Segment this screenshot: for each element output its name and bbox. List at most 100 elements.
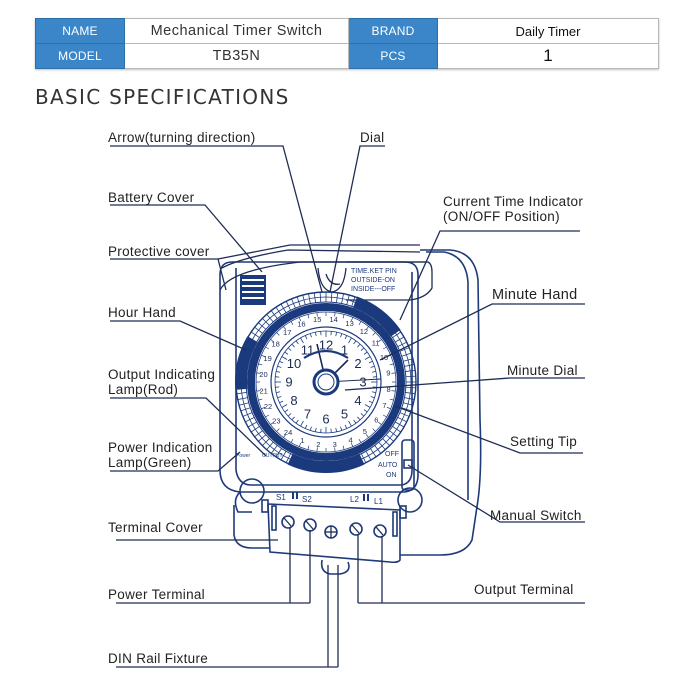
ring-tick (283, 326, 287, 330)
switch-off-label: OFF (385, 451, 399, 458)
setting-tip (262, 438, 270, 446)
terminal-l2: L2 (350, 495, 359, 504)
ring-tick (389, 363, 394, 366)
ring-tick (350, 317, 354, 322)
battery-cover (240, 275, 266, 305)
hour-number: 1 (341, 342, 348, 357)
ring-tick (365, 326, 369, 330)
on-segment (235, 336, 258, 390)
setting-tip (382, 438, 390, 446)
arrow-turning-direction (303, 349, 349, 359)
label-manual-switch: Manual Switch (490, 508, 582, 523)
setting-tip (238, 402, 249, 406)
ring-number: 24 (284, 428, 292, 437)
minute-tick (370, 396, 375, 399)
setting-tip (401, 407, 412, 412)
minute-tick (279, 400, 284, 404)
setting-tip (237, 397, 248, 400)
minute-tick (370, 365, 375, 368)
ring-tick (382, 414, 387, 418)
minute-tick (335, 427, 337, 432)
ring-tick (307, 314, 310, 319)
minute-tick (276, 371, 281, 373)
minute-tick (281, 356, 288, 360)
label-dial: Dial (360, 130, 384, 145)
hour-number: 2 (354, 356, 361, 371)
ring-number: 16 (297, 320, 305, 329)
ring-number: 14 (330, 315, 338, 324)
minute-tick (284, 409, 289, 413)
terminal-s2: S2 (302, 495, 312, 504)
ring-tick (378, 421, 382, 425)
label-output-lamp-2: Lamp(Rod) (108, 382, 178, 397)
setting-tip (313, 292, 316, 303)
label-output-terminal: Output Terminal (474, 582, 574, 597)
switch-on-label: ON (386, 472, 397, 479)
setting-tip (399, 412, 410, 417)
output-lamp-text: OUTPUT (262, 453, 283, 459)
setting-tip (405, 386, 416, 389)
setting-tip (285, 301, 291, 311)
manual-switch: OFF AUTO ON (378, 439, 415, 491)
label-minute-dial: Minute Dial (507, 363, 578, 378)
minute-tick (353, 340, 357, 345)
ring-tick (334, 447, 336, 452)
ring-number: 15 (313, 315, 321, 324)
minute-tick (371, 391, 376, 393)
setting-tip (405, 375, 416, 378)
ring-tick (270, 421, 274, 425)
setting-tip (285, 453, 291, 463)
setting-tip (405, 392, 416, 395)
minute-tick (304, 335, 308, 340)
ring-tick (372, 428, 376, 432)
dial-navy-ring (247, 303, 405, 461)
ring-tick (316, 447, 318, 452)
setting-tip (254, 430, 263, 438)
setting-tip (266, 314, 274, 323)
ring-tick (372, 332, 376, 336)
hour-number: 7 (304, 407, 311, 422)
ring-tick (283, 434, 287, 438)
power-lamp-text: Power (236, 453, 251, 459)
ring-tick (365, 434, 369, 438)
setting-tip (395, 421, 405, 428)
setting-tip (262, 318, 270, 326)
pin-note-line: TIME.KET PIN (351, 268, 397, 275)
model-value: TB35N (124, 43, 349, 69)
ring-tick (298, 442, 302, 447)
setting-tip (365, 451, 372, 461)
ring-number: 7 (382, 401, 386, 410)
setting-tip (275, 448, 282, 458)
setting-tip (399, 347, 410, 352)
pcs-value: 1 (437, 43, 659, 69)
model-key: MODEL (35, 43, 125, 69)
minute-tick (277, 396, 282, 399)
setting-tip (270, 445, 278, 454)
pcs-key: PCS (348, 43, 438, 69)
hour-number: 10 (287, 356, 301, 371)
minute-tick (315, 332, 317, 337)
setting-tip (250, 426, 260, 433)
minute-tick (357, 416, 361, 421)
ring-number: 3 (333, 440, 337, 449)
minute-tick (360, 347, 365, 351)
ring-number: 8 (386, 385, 390, 394)
callout-labels: Arrow(turning direction) Dial Battery Co… (108, 130, 583, 666)
setting-tip (330, 292, 333, 303)
setting-tip (236, 392, 247, 395)
minute-tick (371, 371, 376, 373)
setting-tip (308, 293, 311, 304)
hour-number: 8 (290, 393, 297, 408)
setting-tip (245, 417, 255, 423)
minute-tick (309, 333, 312, 338)
ring-number: 4 (349, 435, 353, 444)
pin-note-line: OUTSIDE-ON (351, 277, 395, 284)
minute-tick (340, 426, 343, 431)
label-power-lamp-1: Power Indication (108, 440, 213, 455)
pin-note-line: INSIDE---OFF (351, 286, 395, 293)
minute-tick (364, 356, 371, 360)
ring-tick (382, 346, 387, 350)
minute-tick (368, 360, 373, 364)
ring-tick (276, 428, 280, 432)
ring-number: 2 (316, 440, 320, 449)
